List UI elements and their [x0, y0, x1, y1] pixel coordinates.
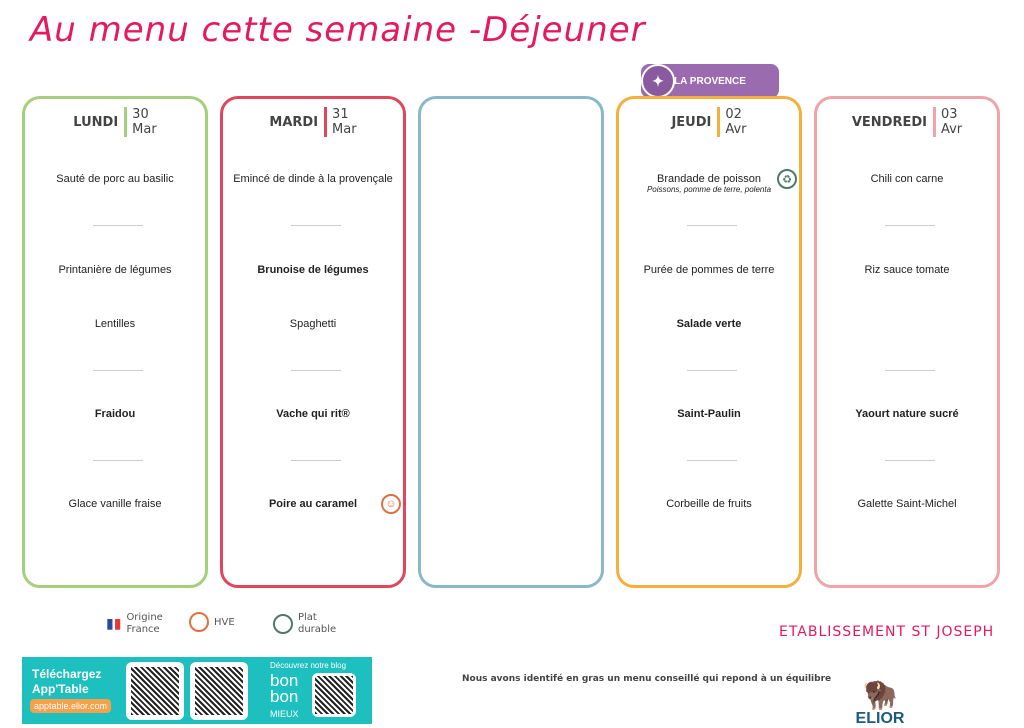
- separator: [885, 460, 935, 461]
- separator: [291, 460, 341, 461]
- app-store-qr[interactable]: [126, 662, 184, 720]
- hve-icon: [189, 612, 209, 632]
- menu-item: Saint-Paulin: [677, 408, 741, 420]
- menu-item: Chili con carne: [870, 173, 944, 185]
- separator: [291, 370, 341, 371]
- legend-hve: HVE: [189, 612, 235, 632]
- menu-item: Glace vanille fraise: [68, 498, 162, 510]
- day-name: MARDI: [269, 114, 319, 130]
- legend-origine: ▮▮Origine France: [106, 612, 163, 635]
- separator: [687, 460, 737, 461]
- menu-item: Spaghetti: [289, 318, 337, 330]
- menu-item: Fraidou: [94, 408, 136, 420]
- menu-item: Brunoise de légumes: [257, 264, 369, 276]
- separator: [93, 225, 143, 226]
- menu-item: Emincé de dinde à la provençale: [233, 173, 393, 185]
- separator: [687, 370, 737, 371]
- theme-badge: ✦LA PROVENCE: [641, 64, 779, 98]
- party-icon: ✦: [641, 64, 675, 98]
- hve-icon: ☺: [381, 494, 401, 514]
- app-banner[interactable]: Téléchargez App'Table apptable.elior.com…: [22, 657, 372, 724]
- day-column: [418, 96, 604, 588]
- plat-durable-icon: [273, 614, 293, 634]
- separator: [291, 225, 341, 226]
- separator: [687, 225, 737, 226]
- menu-item: Salade verte: [676, 318, 742, 330]
- play-store-qr[interactable]: [190, 662, 248, 720]
- day-name: JEUDI: [671, 114, 712, 130]
- menu-item: Sauté de porc au basilic: [56, 173, 174, 185]
- separator: [885, 370, 935, 371]
- menu-item: Galette Saint-Michel: [857, 498, 957, 510]
- menu-item: Yaourt nature sucré: [855, 408, 959, 420]
- menu-item: Vache qui rit®: [276, 408, 350, 420]
- menu-item: Poire au caramel: [268, 498, 358, 510]
- elior-logo: 🦬 ELIOR: [850, 680, 910, 728]
- bison-icon: 🦬: [862, 679, 898, 710]
- menu-item: Corbeille de fruits: [666, 498, 752, 510]
- france-flag-icon: ▮▮: [106, 616, 122, 632]
- day-name: LUNDI: [73, 114, 119, 130]
- legend-durable: Plat durable: [273, 612, 336, 636]
- separator: [885, 225, 935, 226]
- menu-item: Printanière de légumes: [58, 264, 172, 276]
- page-title: Au menu cette semaine -Déjeuner: [30, 10, 646, 50]
- france-flag-icon: 🇫🇷: [183, 169, 203, 189]
- theme-label: LA PROVENCE: [674, 75, 746, 87]
- bonbon-logo: bon bon: [270, 671, 299, 706]
- day-name: VENDREDI: [851, 114, 927, 130]
- blog-qr[interactable]: [312, 673, 356, 717]
- menu-item: Lentilles: [94, 318, 136, 330]
- balance-note: Nous avons identifé en gras un menu cons…: [462, 674, 832, 684]
- plat-durable-icon: ♻: [777, 169, 797, 189]
- establishment-name: ETABLISSEMENT ST JOSEPH: [779, 624, 995, 640]
- app-url-link[interactable]: apptable.elior.com: [30, 699, 112, 713]
- separator: [93, 460, 143, 461]
- menu-item: Riz sauce tomate: [864, 264, 950, 276]
- menu-item: Purée de pommes de terre: [643, 264, 775, 276]
- menu-item-detail: Poissons, pomme de terre, polenta: [646, 185, 772, 194]
- separator: [93, 370, 143, 371]
